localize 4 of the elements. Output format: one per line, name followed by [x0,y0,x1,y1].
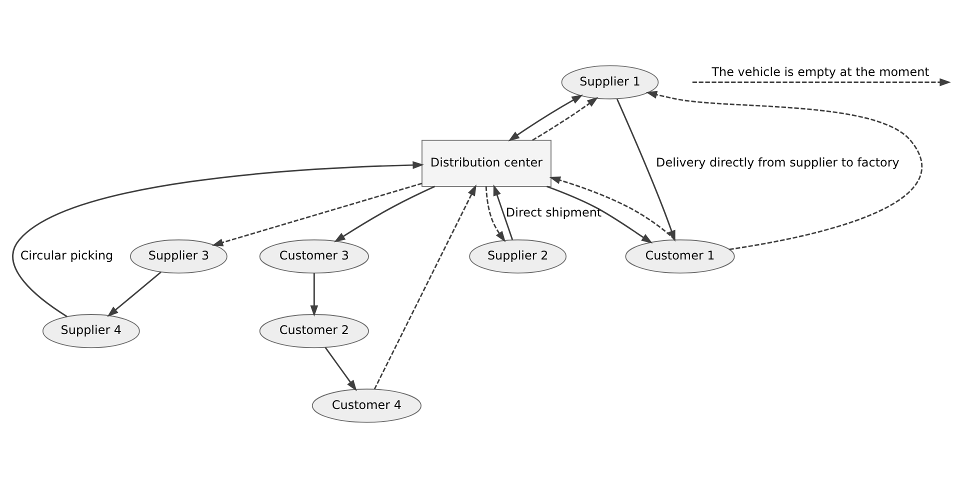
edge-label: Delivery directly from supplier to factory [656,156,900,170]
edge-label: Circular picking [20,248,114,263]
legend-label: The vehicle is empty at the moment [712,65,930,80]
edge-label: Direct shipment [506,205,602,220]
